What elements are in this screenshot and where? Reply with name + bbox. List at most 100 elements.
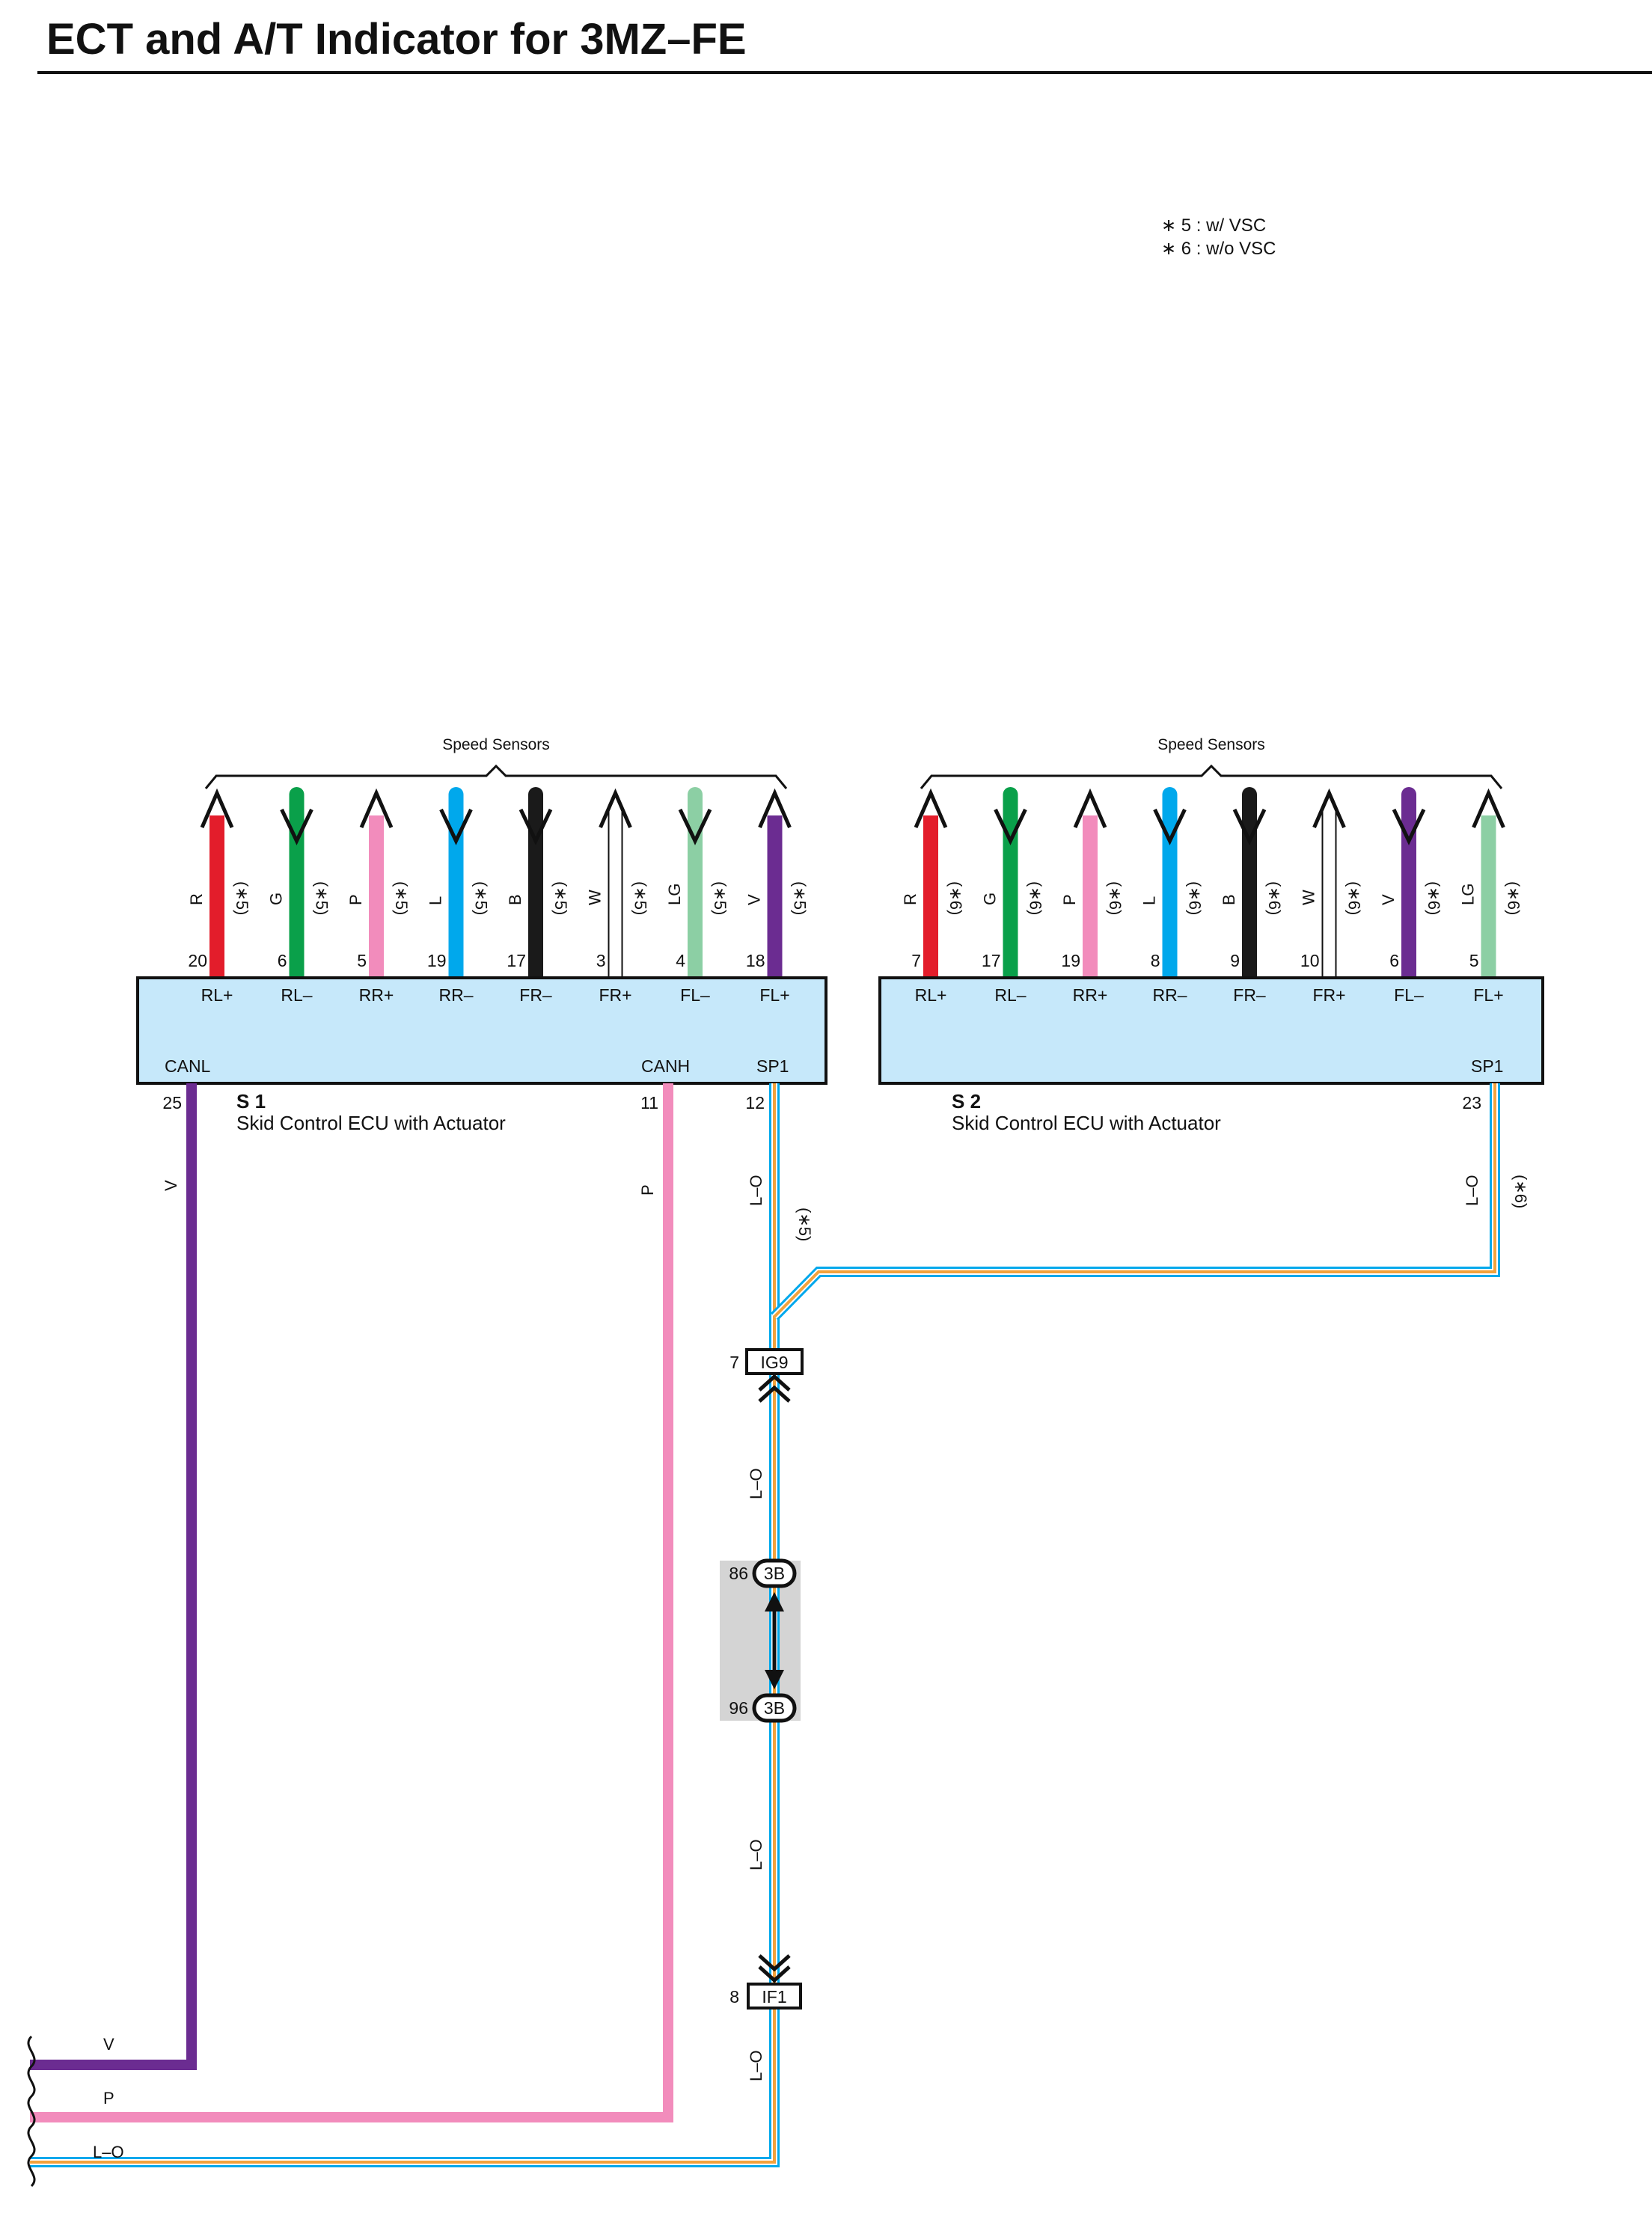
ecu-s1-sensor-pin: 6 — [278, 951, 287, 970]
ecu-s1-sp1-terminal: SP1 — [756, 1056, 789, 1076]
connector-3b-housing — [720, 1561, 801, 1721]
speed-sensors-label-s2: Speed Sensors — [1157, 736, 1265, 753]
ecu-s1-sensor-wire-8: V(∗5)18 — [745, 788, 810, 978]
ecu-s2-sensor-color-label: W — [1300, 890, 1318, 905]
ecu-s1-sensor-variant-label: (∗5) — [233, 881, 251, 915]
ecu-s2-sensor-wire-7: V(∗6)6 — [1379, 787, 1443, 985]
canh-wire-p — [30, 1083, 673, 2122]
ecu-s1-body — [136, 976, 827, 1085]
ecu-s1-sensor-terminal: FR+ — [599, 985, 631, 1005]
wire-label-lo-2: L–O — [747, 1839, 765, 1870]
ecu-s1-sensor-wire-3: P(∗5)5 — [346, 788, 411, 978]
l-o-wire-harness — [30, 1083, 1500, 2167]
ecu-s2-sensor-pin: 19 — [1061, 951, 1080, 970]
svg-text:IF1: IF1 — [762, 1987, 786, 2007]
ecu-s1-sensor-pin: 4 — [676, 951, 685, 970]
wire-label-s1-sp1: L–O — [747, 1175, 765, 1206]
ecu-s2-sensor-pin: 8 — [1151, 951, 1160, 970]
ecu-s2-sensor-color-label: P — [1060, 894, 1079, 905]
ecu-s1-sp1-pin: 12 — [745, 1093, 765, 1112]
note-variant-5: ∗ 5 : w/ VSC — [1161, 215, 1266, 236]
ecu-s1-sensor-variant-label: (∗5) — [791, 881, 810, 915]
note-variant-6: ∗ 6 : w/o VSC — [1161, 239, 1276, 259]
ecu-s2-sensor-terminal: RR– — [1152, 985, 1187, 1005]
ecu-s2-sensor-variant-label: (∗6) — [1106, 881, 1125, 915]
ecu-s1-sensor-terminal: RR+ — [359, 985, 394, 1005]
speed-sensors-brace-s2 — [920, 764, 1503, 789]
connector-3b-top-pin: 86 — [729, 1564, 748, 1583]
ecu-s1-sensor-pin: 17 — [507, 951, 526, 970]
ecu-s1-sensor-terminal: FR– — [519, 985, 552, 1005]
connector-3b-bottom-pin: 96 — [729, 1698, 748, 1718]
ecu-s1-sensor-wire-4: L(∗5)19 — [426, 787, 491, 985]
ecu-s1: Speed Sensors R(∗5)20G(∗5)6P(∗5)5L(∗5)19… — [136, 736, 827, 1134]
ecu-s2-sensor-wire-5: B(∗6)9 — [1220, 787, 1284, 985]
connector-ig9-pin: 7 — [729, 1353, 739, 1372]
ecu-s2-sensor-terminal: FR+ — [1312, 985, 1345, 1005]
ecu-s2-sensor-wire-6: W(∗6)10 — [1300, 788, 1364, 978]
ecu-s2-sensor-pin: 6 — [1389, 951, 1399, 970]
ecu-s2-sensor-arrow-up-icon — [1073, 788, 1107, 828]
wire-label-s1-sp1-variant: (∗5) — [795, 1207, 814, 1241]
ecu-s2-sensor-arrow-up-icon — [1312, 788, 1346, 828]
ecu-s2-name: Skid Control ECU with Actuator — [952, 1112, 1221, 1134]
ecu-s1-sensor-wire-6: W(∗5)3 — [586, 788, 650, 978]
ecu-s1-sensor-terminal: RR– — [438, 985, 473, 1005]
ecu-s1-name: Skid Control ECU with Actuator — [236, 1112, 506, 1134]
ecu-s1-id: S 1 — [236, 1090, 266, 1112]
ecu-s1-sensor-variant-label: (∗5) — [711, 881, 729, 915]
connector-ig9: IG9 7 — [729, 1348, 804, 1403]
ecu-s2-sensor-color-label: L — [1140, 896, 1159, 905]
ecu-s1-sensor-color-label: W — [586, 890, 605, 905]
ecu-s2-sensor-variant-label: (∗6) — [1027, 881, 1045, 915]
ecu-s1-sensor-color-label: G — [267, 893, 286, 905]
ecu-s2-sensor-terminal: RL+ — [915, 985, 947, 1005]
ecu-s1-sensor-wire-2: G (∗5) 6 — [267, 787, 331, 985]
wire-label-s2-sp1-variant: (∗6) — [1511, 1175, 1530, 1208]
svg-text:IG9: IG9 — [760, 1353, 788, 1372]
ecu-s1-sensor-terminal: RL+ — [201, 985, 233, 1005]
ecu-s1-sensor-arrow-down-icon — [678, 808, 712, 845]
ecu-s1-sensor-wire-5: B(∗5)17 — [506, 787, 570, 985]
ecu-s2-sp1-terminal: SP1 — [1471, 1056, 1503, 1076]
ecu-s2-id: S 2 — [952, 1090, 981, 1112]
ecu-s1-sensor-color-label: R — [187, 893, 206, 905]
ecu-s2-sensor-pin: 7 — [911, 951, 921, 970]
page-title: ECT and A/T Indicator for 3MZ–FE — [46, 15, 747, 64]
ecu-s2-sensor-variant-label: (∗6) — [1265, 881, 1284, 915]
ecu-s2-sensor-arrow-down-icon — [1153, 808, 1187, 845]
exit-label-p: P — [103, 2089, 114, 2108]
exit-label-v: V — [103, 2035, 114, 2054]
ecu-s2: Speed Sensors R(∗6)7G(∗6)17P(∗6)19L(∗6)8… — [878, 736, 1544, 1134]
ecu-s2-sensor-terminal: FL– — [1394, 985, 1424, 1005]
ecu-s2-sensor-terminal: FL+ — [1473, 985, 1503, 1005]
exit-label-lo: L–O — [93, 2143, 124, 2161]
ecu-s1-sensor-arrow-up-icon — [359, 788, 394, 828]
speed-sensors-brace-s1 — [204, 764, 788, 789]
junction-link-arrow-icon — [765, 1592, 784, 1689]
ecu-s2-sensor-wire-3: P (∗6) 19 — [1060, 788, 1125, 978]
ecu-s2-sensor-arrow-up-icon — [914, 788, 948, 828]
ecu-s2-sensor-terminal: RR+ — [1073, 985, 1108, 1005]
ecu-s1-canl-pin: 25 — [162, 1093, 182, 1112]
ecu-s2-sensor-arrow-up-icon — [1472, 788, 1505, 828]
svg-text:3B: 3B — [764, 1698, 785, 1718]
ecu-s1-sensor-variant-label: (∗5) — [551, 881, 570, 915]
wire-label-canh: P — [638, 1184, 657, 1196]
ecu-s1-sensor-arrow-down-icon — [280, 808, 313, 845]
ecu-s2-sensor-color-label: LG — [1459, 884, 1478, 905]
ecu-s2-sensor-arrow-down-icon — [994, 808, 1027, 845]
ecu-s1-sensor-variant-label: (∗5) — [631, 881, 650, 915]
ecu-s1-sensor-variant-label: (∗5) — [313, 881, 331, 915]
wire-label-s2-sp1: L–O — [1463, 1175, 1481, 1206]
ecu-s1-sensor-wire-1: R(∗5)20 — [187, 788, 251, 978]
connector-ig9-arrow-icon — [758, 1374, 791, 1403]
ecu-s1-sensor-arrow-up-icon — [758, 788, 792, 828]
connector-if1-arrow-icon — [758, 1954, 791, 1983]
ecu-s2-sensor-variant-label: (∗6) — [946, 881, 965, 915]
ecu-s2-sensor-arrow-down-icon — [1232, 808, 1267, 845]
ecu-s2-sensor-arrow-down-icon — [1392, 808, 1426, 845]
connector-3b-top: 3B 86 — [729, 1558, 797, 1588]
connector-3b-bottom: 3B 96 — [729, 1693, 797, 1723]
ecu-s1-sensor-pin: 18 — [746, 951, 765, 970]
